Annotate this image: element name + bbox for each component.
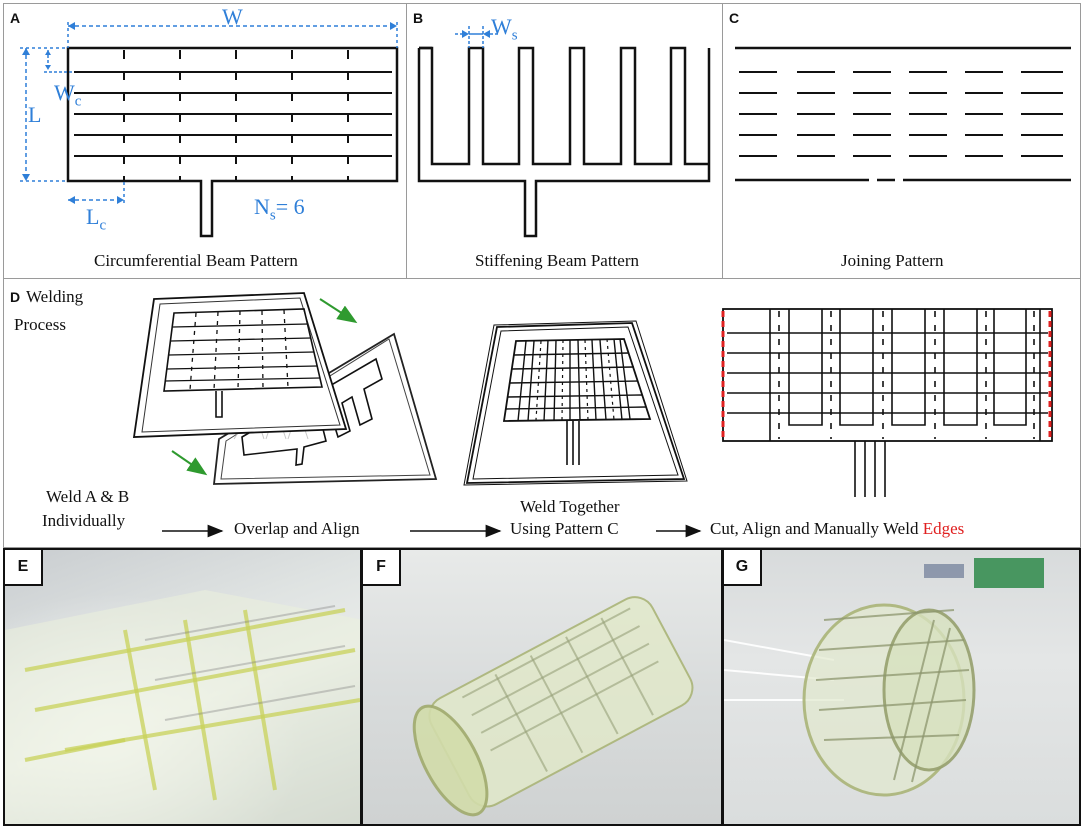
panel-a-tag: A (10, 10, 21, 26)
dim-ns-sub: s (269, 207, 276, 224)
dim-ns-label: Ns= 6 (254, 194, 305, 224)
photo-g-tag: G (724, 550, 762, 586)
stiffening-beam-pattern (417, 26, 711, 238)
dim-ws-sub: s (511, 27, 518, 44)
joining-pattern (735, 46, 1071, 182)
dim-ws-main: W (491, 14, 512, 39)
panel-d-title-1: Welding (26, 287, 84, 306)
dim-l-label: L (28, 102, 42, 127)
step-4-label: Cut, Align and Manually Weld Edges (710, 519, 964, 539)
panel-d: D Welding Process (3, 278, 1081, 548)
step-4-highlight: Edges (922, 519, 965, 538)
dim-wc-label: Wc (54, 80, 81, 110)
dim-ns-main: N (254, 194, 270, 219)
photo-e: E (3, 548, 362, 826)
panel-b-caption: Stiffening Beam Pattern (475, 251, 639, 270)
panel-b: B Ws Stiffening Beam Pattern (406, 3, 723, 279)
panel-d-title-2: Process (14, 315, 66, 334)
step-1-line1: Weld A & B (46, 487, 130, 506)
panel-b-tag: B (413, 10, 424, 26)
photo-f: F (361, 548, 723, 826)
dim-ns-value: = 6 (275, 194, 305, 219)
photo-f-tag: F (363, 550, 401, 586)
circumferential-beam-pattern (20, 22, 399, 238)
photo-e-tag: E (5, 550, 43, 586)
photo-f-tube-illustration (412, 596, 694, 817)
panel-c-caption: Joining Pattern (841, 251, 944, 270)
panel-a: A (3, 3, 407, 279)
dim-w-label: W (222, 4, 243, 29)
panel-a-caption: Circumferential Beam Pattern (94, 251, 298, 270)
step-1-line2: Individually (42, 511, 126, 530)
photo-e-film-illustration (5, 590, 360, 824)
step-2-label: Overlap and Align (234, 519, 360, 538)
stage-overlap-sheets (132, 292, 438, 485)
dim-ws-label: Ws (491, 14, 518, 44)
dim-lc-label: Lc (86, 204, 106, 234)
welding-process-illustration (132, 292, 1053, 538)
photo-g-actuator-illustration (724, 558, 1044, 797)
dim-lc-sub: c (99, 217, 107, 234)
stage-welded-sheet (463, 320, 688, 486)
panel-c: C Joining Pattern (722, 3, 1081, 279)
step-3-line1: Weld Together (520, 497, 620, 516)
dim-wc-main: W (54, 80, 75, 105)
photo-g: G (722, 548, 1081, 826)
step-3-line2: Using Pattern C (510, 519, 619, 538)
dim-lc-main: L (86, 204, 100, 229)
panel-c-tag: C (729, 10, 740, 26)
panel-d-tag: D (10, 289, 21, 305)
stage-cut-pattern (721, 308, 1053, 497)
dim-wc-sub: c (74, 93, 82, 110)
step-4-text: Cut, Align and Manually Weld (710, 519, 923, 538)
